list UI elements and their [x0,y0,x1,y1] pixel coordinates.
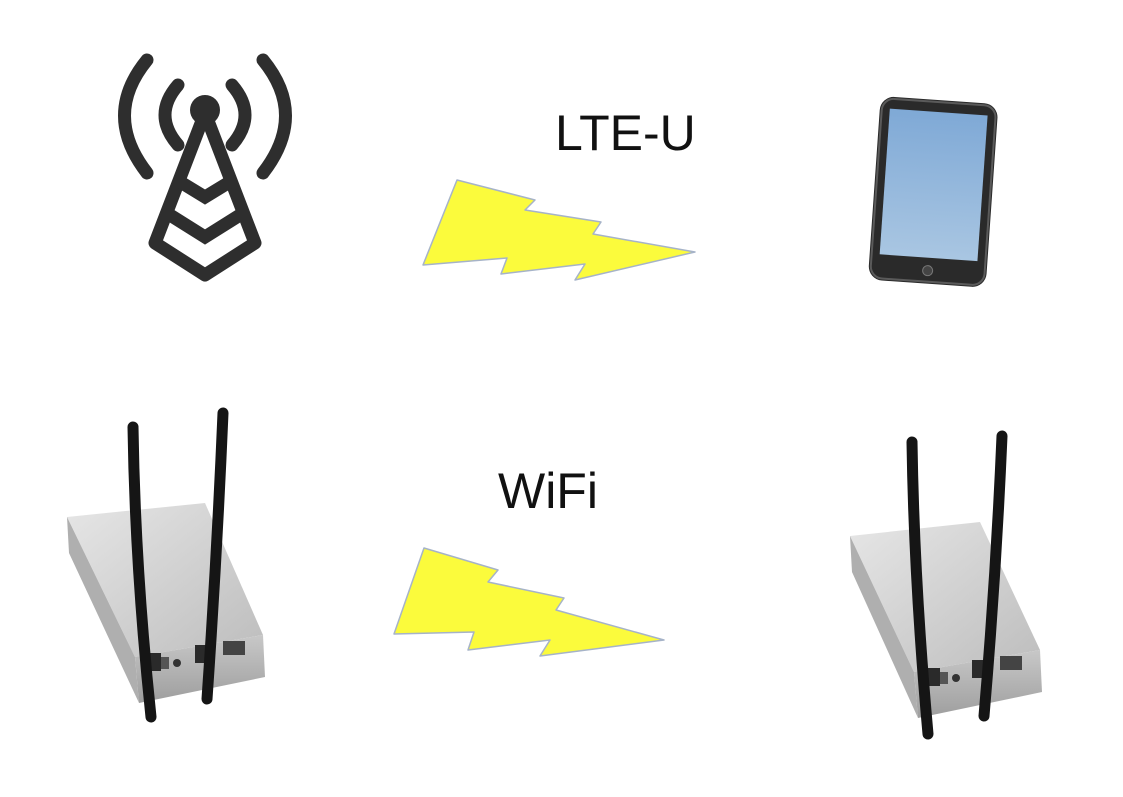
lightning-bolt-icon [422,179,696,281]
wifi-label: WiFi [498,463,598,519]
tablet-icon [868,96,998,287]
cell-tower-icon [118,53,292,282]
wifi-router-icon [850,430,1042,740]
lte-u-label: LTE-U [555,105,696,161]
wifi-router-icon [67,407,265,723]
lightning-bolt-icon [393,547,665,657]
